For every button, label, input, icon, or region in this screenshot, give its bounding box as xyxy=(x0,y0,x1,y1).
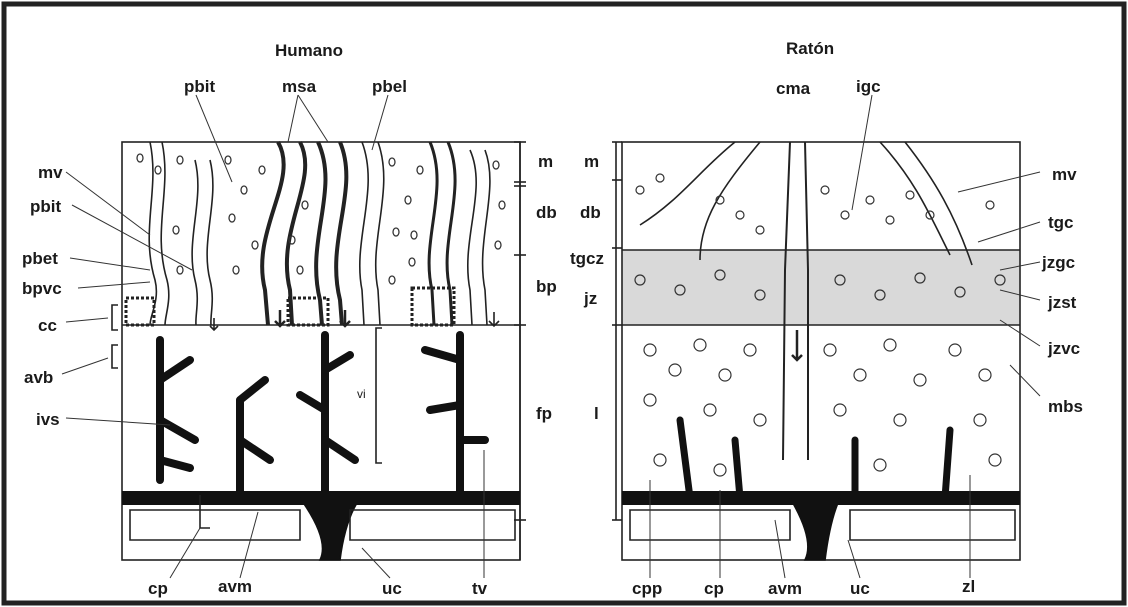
mouse-label-db: db xyxy=(580,204,601,221)
human-label-avb: avb xyxy=(24,369,53,386)
human-label-mv: mv xyxy=(38,164,63,181)
mouse-label-mv: mv xyxy=(1052,166,1077,183)
human-label-m: m xyxy=(538,153,553,170)
mouse-label-jzvc: jzvc xyxy=(1048,340,1080,357)
mouse-label-cma: cma xyxy=(776,80,810,97)
mouse-label-jz: jz xyxy=(584,290,597,307)
human-label-msa: msa xyxy=(282,78,316,95)
mouse-label-avm: avm xyxy=(768,580,802,597)
human-label-pbel: pbel xyxy=(372,78,407,95)
mouse-label-m: m xyxy=(584,153,599,170)
mouse-label-cp: cp xyxy=(704,580,724,597)
human-label-pbit-top: pbit xyxy=(184,78,215,95)
human-label-avm: avm xyxy=(218,578,252,595)
mouse-label-l: l xyxy=(594,405,599,422)
human-label-uc: uc xyxy=(382,580,402,597)
human-label-cc: cc xyxy=(38,317,57,334)
human-label-fp: fp xyxy=(536,405,552,422)
human-label-bp: bp xyxy=(536,278,557,295)
mouse-label-igc: igc xyxy=(856,78,881,95)
human-label-pbet: pbet xyxy=(22,250,58,267)
human-label-db: db xyxy=(536,204,557,221)
mouse-title: Ratón xyxy=(786,40,834,57)
human-panel xyxy=(112,142,526,560)
human-label-bpvc: bpvc xyxy=(22,280,62,297)
mouse-label-mbs: mbs xyxy=(1048,398,1083,415)
human-label-cp: cp xyxy=(148,580,168,597)
mouse-label-jzst: jzst xyxy=(1048,294,1076,311)
mouse-label-uc: uc xyxy=(850,580,870,597)
mouse-label-tgc: tgc xyxy=(1048,214,1074,231)
human-label-ivs: ivs xyxy=(36,411,60,428)
human-label-pbit-left: pbit xyxy=(30,198,61,215)
mouse-label-cpp: cpp xyxy=(632,580,662,597)
human-label-tv: tv xyxy=(472,580,487,597)
mouse-panel xyxy=(612,142,1020,560)
mouse-label-jzgc: jzgc xyxy=(1042,254,1075,271)
mouse-label-tgcz: tgcz xyxy=(570,250,604,267)
mouse-label-zl: zl xyxy=(962,578,975,595)
human-label-vi: vi xyxy=(357,388,366,400)
human-title: Humano xyxy=(275,42,343,59)
